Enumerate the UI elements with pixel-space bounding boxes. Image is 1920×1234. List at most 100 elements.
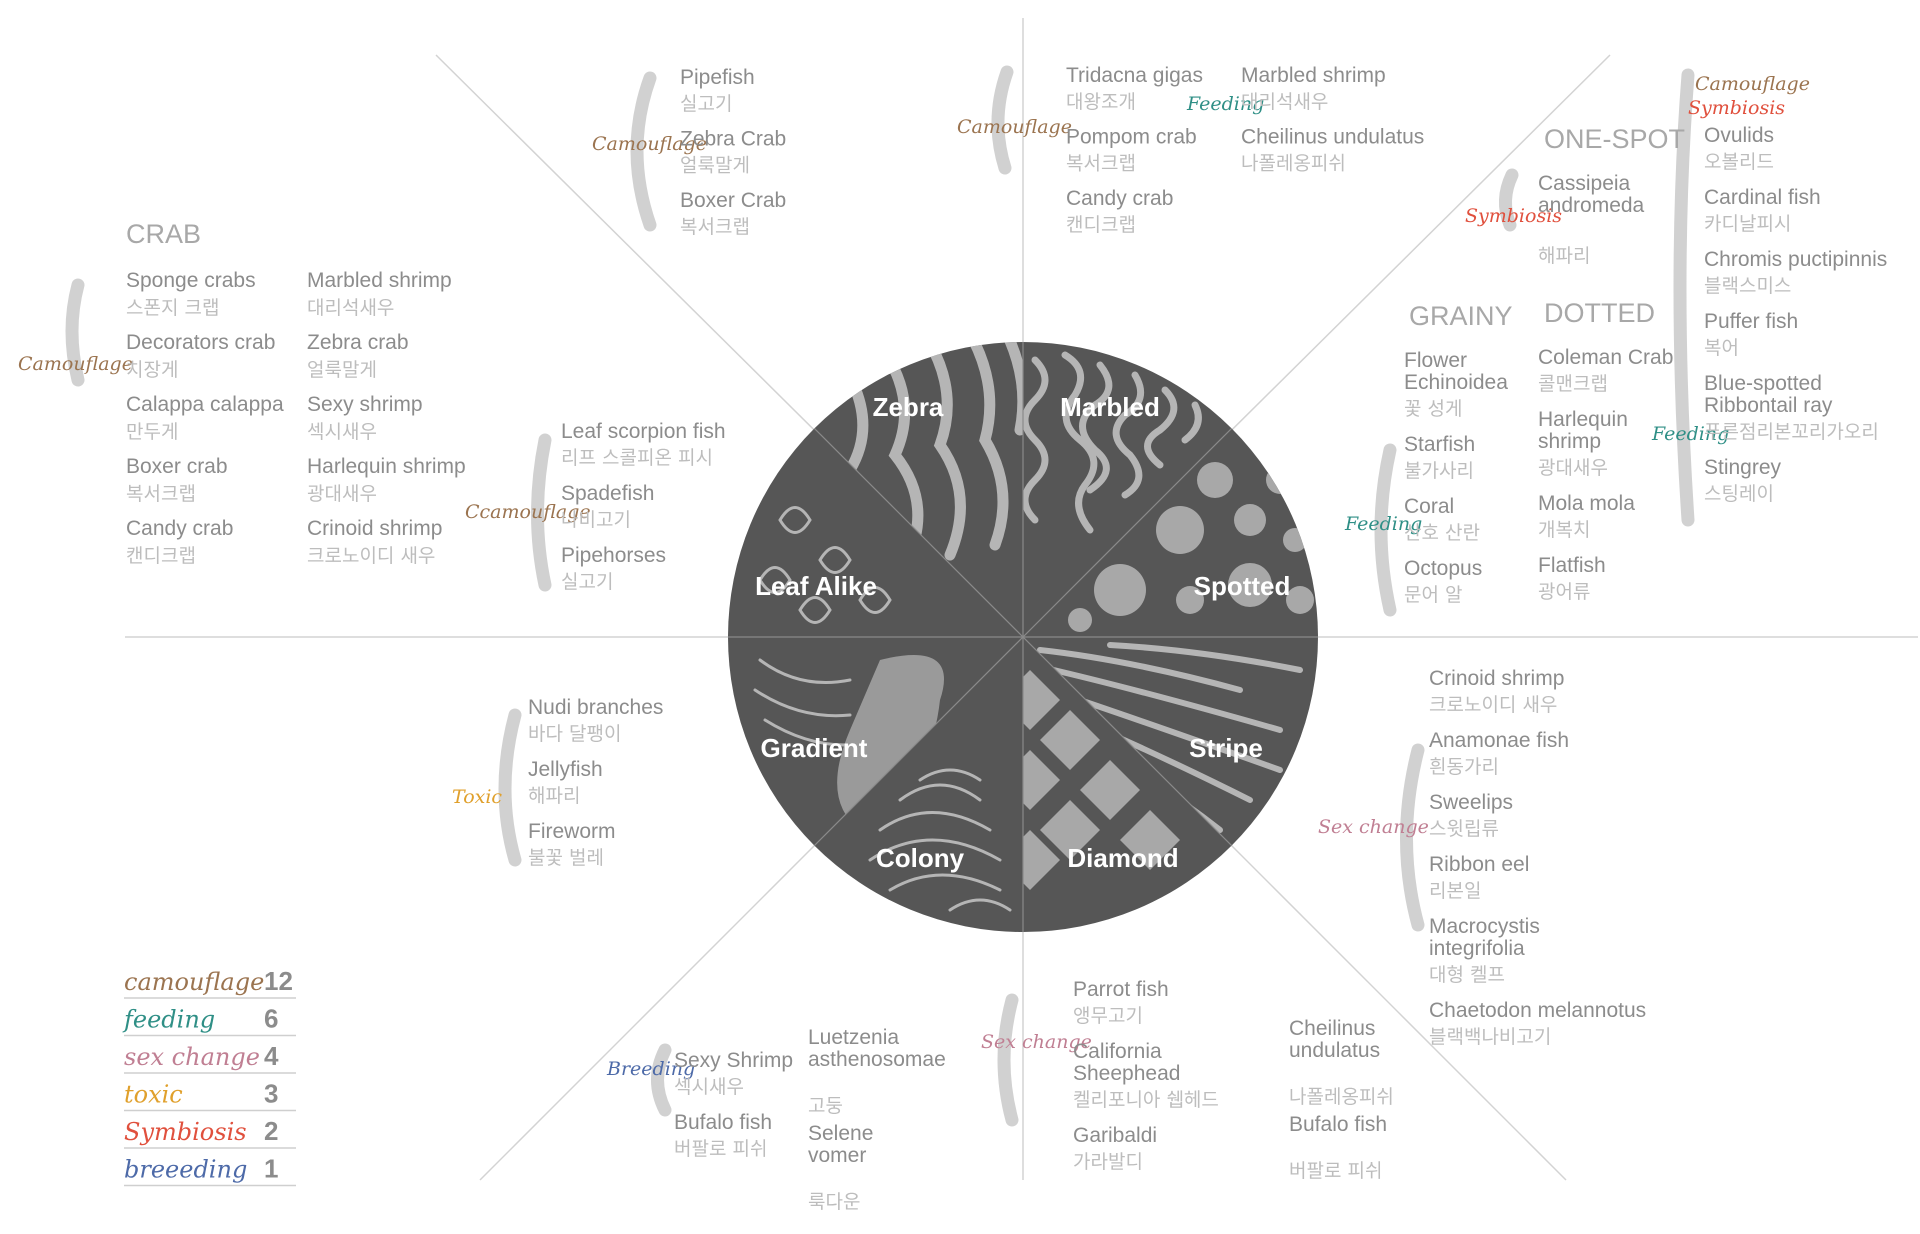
species-name: Ribbon eel (1429, 853, 1529, 876)
species-name: Stingrey (1704, 456, 1782, 479)
behavior-tags: Camouflage Camouflage Camouflage Feeding… (18, 73, 1810, 1080)
legend-count: 6 (264, 1004, 278, 1034)
species-name-korean: 광어류 (1538, 581, 1590, 603)
species-name-korean: 캔디크랩 (1066, 214, 1136, 236)
brush-leaf (531, 433, 552, 592)
species-name-korean: 만두게 (126, 421, 178, 443)
segment-label-gradient: Gradient (761, 733, 868, 763)
species-name-korean: 나비고기 (561, 509, 631, 531)
species-name: Chromis puctipinnis (1704, 248, 1887, 271)
species-name: Coleman Crab (1538, 346, 1673, 369)
legend-count: 2 (264, 1116, 278, 1146)
segment-colony (868, 768, 1012, 912)
species-name: Octopus (1404, 557, 1482, 580)
legend-count: 12 (264, 966, 293, 996)
tag-stripe-sex-change: Sex change (1318, 816, 1429, 838)
species-name: Crinoid shrimp (307, 517, 442, 540)
heading-one-spot: ONE-SPOT (1544, 124, 1685, 154)
legend-count: 3 (264, 1079, 278, 1109)
species-name-korean: 가라발디 (1073, 1151, 1143, 1173)
species-name: Pompom crab (1066, 126, 1197, 149)
species-name: Pipefish (680, 66, 755, 89)
legend-label: feeding (122, 1006, 215, 1034)
species-name-korean: 캔디크랩 (126, 545, 196, 567)
species-name: Coral (1404, 495, 1454, 518)
species-name-korean: 문어 알 (1404, 584, 1462, 606)
species-name-korean: 불가사리 (1404, 460, 1474, 482)
brush-diamond (997, 993, 1019, 1127)
species-name-korean: 대리석새우 (1241, 91, 1328, 113)
tag-colony-breeding: Breeding (606, 1058, 695, 1080)
species-name: Harlequin shrimp (307, 455, 466, 478)
species-name-korean: 복서크랩 (126, 483, 196, 505)
segment-label-stripe: Stripe (1189, 733, 1263, 763)
species-name-korean: 꽃 성게 (1404, 398, 1462, 420)
species-name-korean: 스폰지 크랩 (126, 297, 219, 319)
species-name-korean: 크로노이디 새우 (1429, 694, 1557, 716)
species-name-korean: 콜맨크랩 (1538, 373, 1608, 395)
species-name-korean: 실고기 (561, 571, 613, 593)
species-name: Sexy Shrimp (674, 1049, 793, 1072)
species-name-korean: 블랙스미스 (1704, 275, 1791, 297)
species-name-korean: 광대새우 (1538, 457, 1608, 479)
heading-dotted: DOTTED (1544, 298, 1655, 328)
species-name: Zebra Crab (680, 128, 786, 151)
tag-one-spot-camouflage: Camouflage (1695, 73, 1810, 95)
brush-stripe (1400, 743, 1425, 932)
species-name-korean: 치장게 (126, 359, 178, 381)
tag-one-spot-symbiosis-top: Symbiosis (1688, 97, 1785, 119)
tag-grainy-feeding: Feeding (1344, 513, 1422, 535)
brush-zebra (630, 71, 657, 232)
species-name-korean: 카디날피시 (1704, 213, 1791, 235)
species-name-korean: 스윗립류 (1429, 818, 1499, 840)
tag-diamond-sex-change: Sex change (981, 1031, 1092, 1053)
legend-label: sex change (124, 1043, 260, 1071)
segment-diamond (1023, 670, 1180, 890)
species-name: Candy crab (126, 517, 233, 540)
segment-label-diamond: Diamond (1067, 843, 1178, 873)
species-name: Sexy shrimp (307, 393, 423, 416)
species-name: Fireworm (528, 820, 616, 843)
species-name-korean: 앵무고기 (1073, 1005, 1143, 1027)
species-name-korean: 바다 달팽이 (528, 723, 621, 745)
species-name-korean: 산호 산란 (1404, 522, 1480, 544)
brush-strokes (65, 65, 1695, 1127)
segment-label-colony: Colony (876, 843, 965, 873)
species-name-korean: 섹시새우 (307, 421, 377, 443)
tag-leaf-camouflage: Ccamouflage (465, 501, 591, 523)
species-name-korean: 블랙백나비고기 (1429, 1026, 1551, 1048)
species-name: Boxer Crab (680, 189, 786, 212)
species-name-korean: 해파리 (1538, 245, 1590, 267)
tag-zebra-camouflage: Camouflage (592, 133, 707, 155)
species-name-korean: 대리석새우 (307, 297, 394, 319)
segment-marbled (1023, 351, 1202, 534)
species-name: Mola mola (1538, 492, 1635, 515)
species-name: Ovulids (1704, 124, 1774, 147)
tag-marbled-feeding: Feeding (1186, 93, 1264, 115)
species-name: Chaetodon melannotus (1429, 999, 1646, 1022)
species-name: Decorators crab (126, 331, 275, 354)
species-name-korean: 리본일 (1429, 880, 1481, 902)
legend-label: camouflage (124, 968, 264, 996)
species-name: Anamonae fish (1429, 729, 1569, 752)
species-name-korean: 스팅레이 (1704, 483, 1774, 505)
segment-label-zebra: Zebra (873, 392, 944, 422)
tag-crab-camouflage: Camouflage (18, 353, 133, 375)
species-name: Garibaldi (1073, 1124, 1157, 1147)
species-name: Marbled shrimp (307, 269, 452, 292)
species-name: Marbled shrimp (1241, 64, 1386, 87)
legend-count: 4 (264, 1041, 279, 1071)
